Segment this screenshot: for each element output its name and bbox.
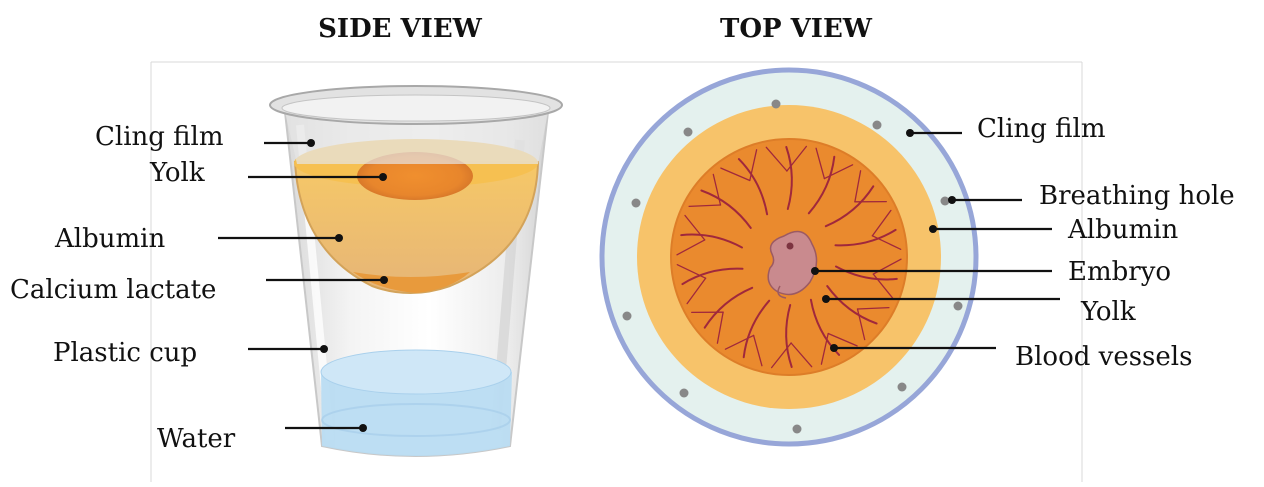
dot-top-embryo	[811, 267, 819, 275]
breathing-hole	[954, 302, 963, 311]
breathing-hole	[684, 128, 693, 137]
embryo-eye	[787, 243, 794, 250]
label-top-breathing-hole: Breathing hole	[1039, 181, 1235, 211]
label-top-blood-vessels: Blood vessels	[1015, 342, 1192, 372]
label-side-plastic-cup: Plastic cup	[53, 338, 197, 368]
label-top-embryo: Embryo	[1068, 257, 1171, 287]
dot-top-blood-vessels	[830, 344, 838, 352]
label-top-cling-film: Cling film	[977, 114, 1106, 144]
breathing-hole	[772, 100, 781, 109]
dot-side-water	[359, 424, 367, 432]
label-side-water: Water	[157, 424, 236, 454]
cup-rim-inner	[282, 95, 550, 121]
label-top-yolk: Yolk	[1080, 297, 1136, 327]
dot-top-breathing-hole	[948, 196, 956, 204]
label-side-calcium-lactate: Calcium lactate	[10, 275, 216, 305]
dot-top-yolk	[822, 295, 830, 303]
breathing-hole	[873, 121, 882, 130]
breathing-hole	[680, 389, 689, 398]
dot-side-albumin	[335, 234, 343, 242]
label-side-cling-film: Cling film	[95, 122, 224, 152]
dot-side-yolk	[379, 173, 387, 181]
breathing-hole	[632, 199, 641, 208]
label-side-yolk: Yolk	[149, 158, 205, 188]
side-view-title: SIDE VIEW	[318, 14, 483, 44]
breathing-hole	[793, 425, 802, 434]
top-view-title: TOP VIEW	[720, 14, 873, 44]
dot-side-calcium	[380, 276, 388, 284]
dot-top-cling-film	[906, 129, 914, 137]
top-view-dish	[602, 70, 976, 444]
dot-side-cup	[320, 345, 328, 353]
label-side-albumin: Albumin	[54, 224, 165, 254]
breathing-hole	[623, 312, 632, 321]
label-top-albumin: Albumin	[1067, 215, 1178, 245]
water-surface	[321, 350, 511, 394]
breathing-hole	[898, 383, 907, 392]
dot-top-albumin	[929, 225, 937, 233]
dot-side-cling-film	[307, 139, 315, 147]
